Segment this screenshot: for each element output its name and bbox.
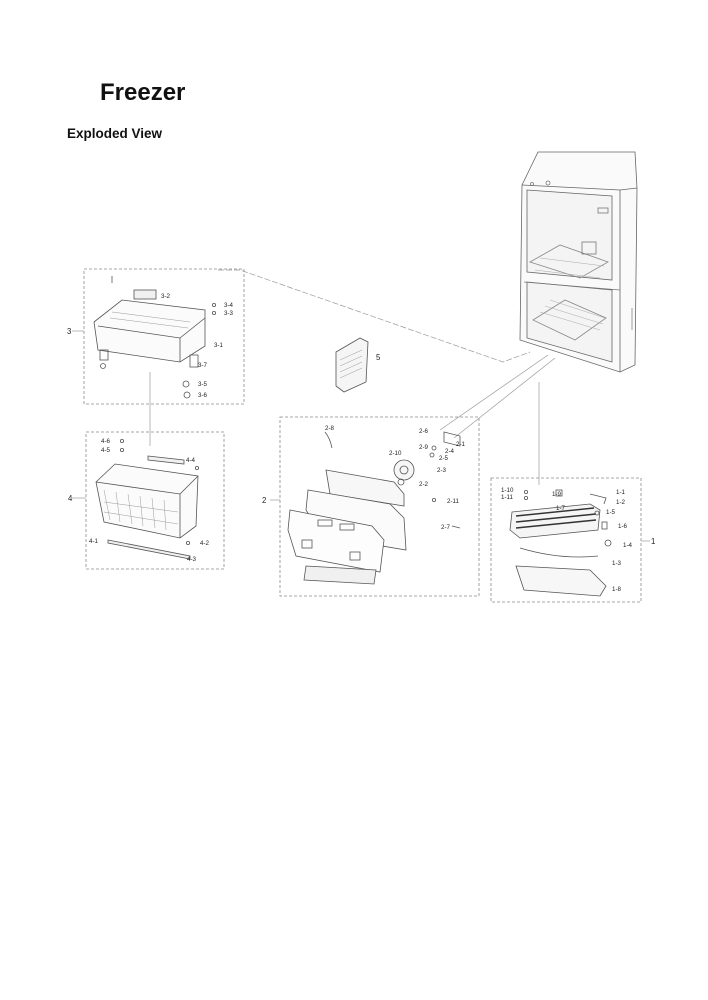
callout-2-7: 2-7	[441, 524, 451, 531]
freezer-drawer-group-3	[93, 276, 216, 399]
page-subtitle: Exploded View	[67, 126, 163, 141]
callout-2-4: 2-4	[445, 448, 455, 455]
group-boxes	[83, 268, 642, 603]
callout-2-6: 2-6	[419, 428, 429, 435]
callout-1-10: 1-10	[501, 487, 514, 494]
connector-lines	[72, 269, 650, 542]
callout-1-5: 1-5	[606, 509, 616, 516]
callout-4-2: 4-2	[200, 540, 210, 547]
freezer-basket-group-4	[95, 438, 199, 560]
callout-4-3: 4-3	[187, 556, 197, 563]
callout-3-1: 3-1	[214, 342, 224, 349]
callout-1-3: 1-3	[612, 560, 622, 567]
callout-2-9: 2-9	[419, 444, 429, 451]
callout-2-3: 2-3	[437, 467, 447, 474]
callout-3-7: 3-7	[198, 362, 208, 369]
group-3-box	[83, 268, 245, 405]
callout-3-6: 3-6	[198, 392, 208, 399]
callout-2-10: 2-10	[389, 450, 402, 457]
callout-1-9: 1-9	[552, 491, 562, 498]
callout-1-11: 1-11	[501, 494, 513, 501]
callout-4-6: 4-6	[101, 438, 111, 445]
callout-1-1: 1-1	[616, 489, 626, 496]
group-4-box	[85, 431, 225, 570]
callout-2-1: 2-1	[456, 441, 466, 448]
refrigerator-cabinet	[519, 151, 638, 373]
callout-4-1: 4-1	[89, 538, 99, 545]
callout-1-6: 1-6	[618, 523, 628, 530]
group-label-4: 4	[68, 494, 73, 503]
callout-labels: 3 4 2 1 5 3-2 3-4 3-3 3-1 3-7 3-5 3-6 4-…	[67, 293, 655, 593]
group-2-box	[279, 416, 480, 597]
callout-3-5: 3-5	[198, 381, 208, 388]
page-title: Freezer	[100, 79, 186, 106]
heater-duct-group-1	[509, 489, 612, 597]
callout-3-4: 3-4	[224, 302, 234, 309]
callout-1-8: 1-8	[612, 586, 622, 593]
callout-1-2: 1-2	[616, 499, 626, 506]
callout-2-5: 2-5	[439, 455, 449, 462]
callout-3-2: 3-2	[161, 293, 171, 300]
callout-1-7: 1-7	[556, 505, 566, 512]
callout-2-2: 2-2	[419, 481, 429, 488]
group-label-5: 5	[376, 353, 381, 362]
group-label-1: 1	[651, 537, 655, 546]
callout-1-4: 1-4	[623, 542, 633, 549]
callout-2-8: 2-8	[325, 425, 335, 432]
callout-3-3: 3-3	[224, 310, 234, 317]
cover-part-5	[335, 337, 369, 393]
group-label-3: 3	[67, 327, 71, 336]
group-label-2: 2	[262, 496, 266, 505]
evaporator-cover-group-2	[287, 431, 461, 585]
group-1-box	[490, 477, 642, 603]
callout-2-11: 2-11	[447, 498, 459, 505]
callout-4-5: 4-5	[101, 447, 111, 454]
callout-4-4: 4-4	[186, 457, 196, 464]
